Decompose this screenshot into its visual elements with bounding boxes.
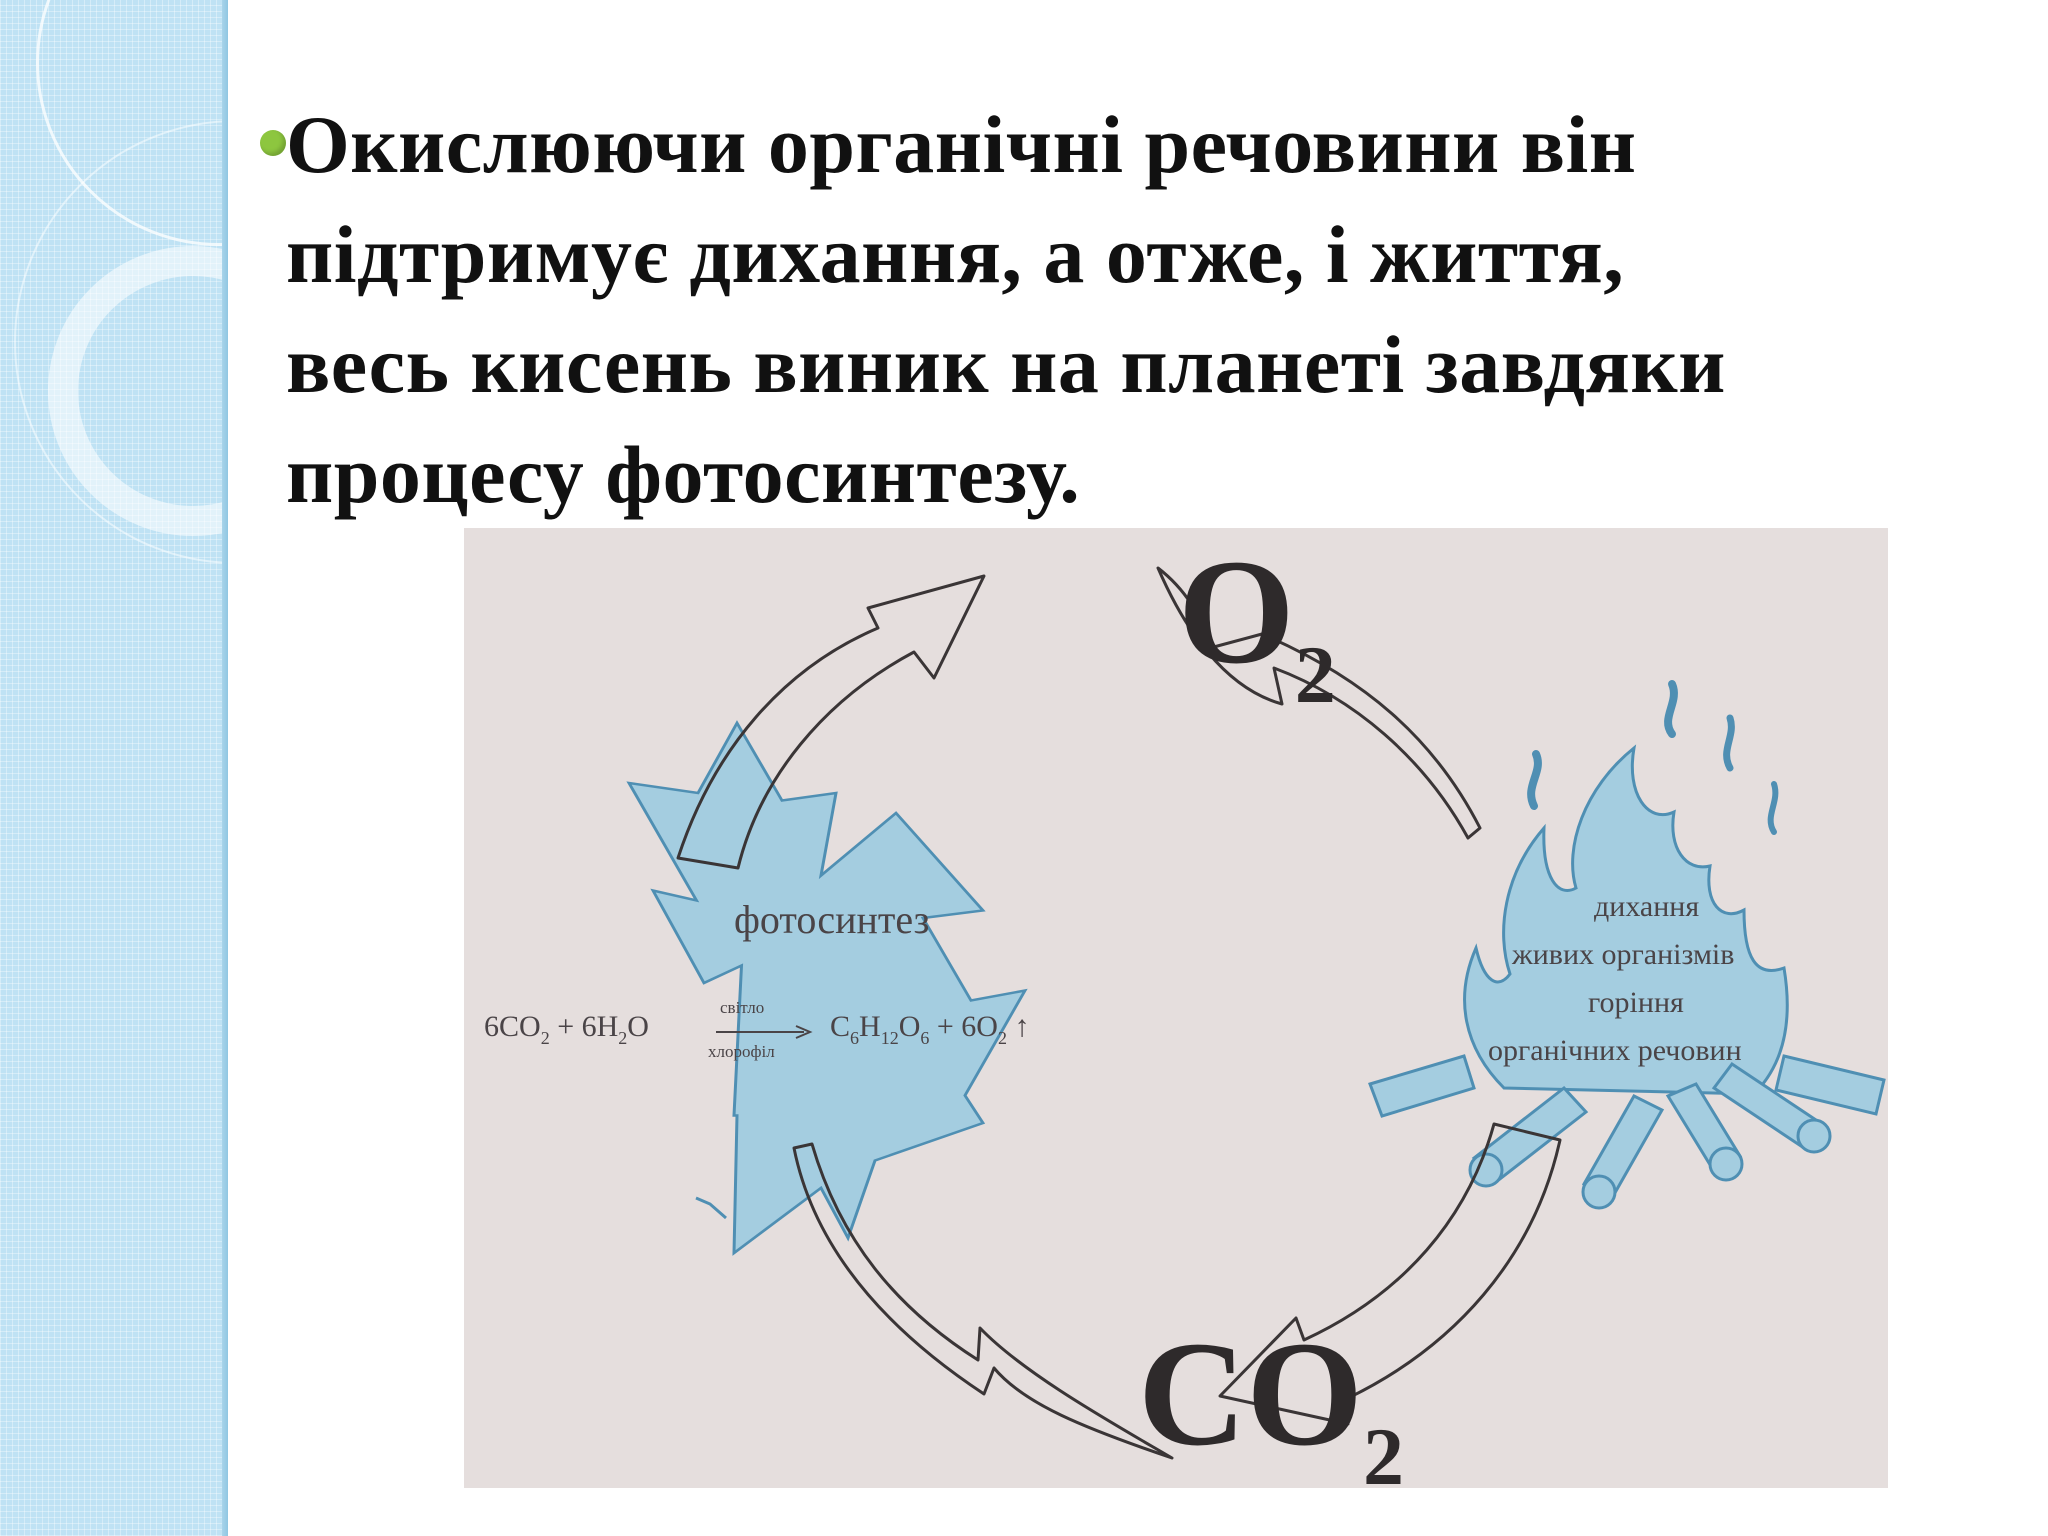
photosynthesis-equation-products: C6H12O6 + 6O2 ↑	[830, 1010, 1030, 1048]
bullet-line: процесу фотосинтезу.	[286, 429, 1081, 520]
equation-arrow-bottom-label: хлорофіл	[708, 1042, 775, 1061]
co2-label: CO2	[1138, 1311, 1404, 1502]
respiration-label-line: дихання	[1594, 890, 1700, 923]
arrow-o2-to-respiration	[1156, 566, 1482, 840]
bullet-line: підтримує дихання, а отже, і життя,	[286, 209, 1625, 300]
flame-wisp	[1723, 714, 1735, 772]
respiration-label-line: горіння	[1588, 986, 1684, 1019]
flame-wisp	[1527, 750, 1542, 810]
flame-wisp	[1767, 781, 1779, 835]
flame-icon	[1463, 744, 1789, 1096]
arrow-co2-to-photosynthesis	[792, 1142, 1174, 1460]
arrow-photosynthesis-to-o2	[676, 574, 986, 870]
firewood-logs	[1368, 1054, 1886, 1210]
maple-leaf-icon	[626, 720, 1028, 1256]
photosynthesis-label: фотосинтез	[734, 897, 930, 942]
oxygen-cycle-diagram: O2 CO2 фотосинтез 6CO2 + 6H2O світло хло…	[464, 528, 1888, 1502]
diagram-graphics	[626, 566, 1886, 1460]
bullet-dot-icon	[260, 130, 286, 156]
sidebar-edge	[222, 0, 228, 1536]
decorative-sidebar	[0, 0, 228, 1536]
respiration-label-line: органічних речовин	[1488, 1034, 1742, 1067]
flame-wisp	[1664, 680, 1678, 738]
bullet-line: Окислюючи органічні речовини він	[286, 99, 1637, 190]
arrow-respiration-to-co2	[1218, 1122, 1562, 1426]
bullet-paragraph: Окислюючи органічні речовини він підтрим…	[260, 90, 1986, 530]
bullet-line: весь кисень виник на планеті завдяки	[286, 319, 1726, 410]
respiration-label-line: живих організмів	[1512, 938, 1735, 971]
leaf-stem	[695, 1196, 727, 1220]
reaction-arrow-icon	[716, 1025, 813, 1039]
o2-label: O2	[1178, 529, 1336, 720]
equation-arrow-top-label: світло	[720, 998, 765, 1017]
photosynthesis-equation: 6CO2 + 6H2O	[484, 1010, 649, 1048]
